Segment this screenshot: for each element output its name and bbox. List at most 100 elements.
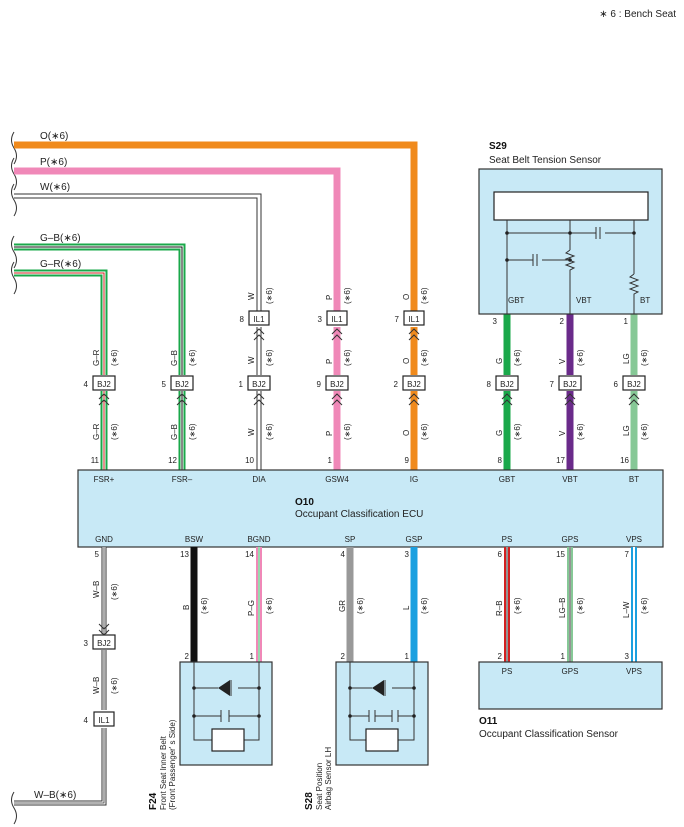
o10-top-num-8: 16 bbox=[620, 456, 629, 465]
bench-mid-1: (∗6) bbox=[110, 349, 119, 366]
o10-bot-num-6: 6 bbox=[498, 550, 503, 559]
bench-mid-3: (∗6) bbox=[265, 349, 274, 366]
gnd-bench-1: (∗6) bbox=[110, 583, 119, 600]
bench-r-b: (∗6) bbox=[513, 597, 522, 614]
o10-pin-ig: IG bbox=[410, 475, 418, 484]
o11-sensor: 2 1 3 PS GPS VPS O11 Occupant Classifica… bbox=[478, 652, 663, 740]
color-mid-8: LG bbox=[622, 353, 631, 364]
bench-mid-4: (∗6) bbox=[343, 349, 352, 366]
bj2-num-1: 4 bbox=[84, 380, 89, 389]
bench-l: (∗6) bbox=[420, 597, 429, 614]
color-lg-b: LG–B bbox=[558, 598, 567, 618]
o10-pin-bgnd: BGND bbox=[247, 535, 270, 544]
f24-sensor: 2 1 F24 Front Seat Inner Belt (Front Pas… bbox=[148, 652, 273, 810]
wire-label-gb: G–B(∗6) bbox=[40, 233, 81, 244]
color-mid-2: G–B bbox=[170, 350, 179, 366]
bench-low-7: (∗6) bbox=[576, 423, 585, 440]
color-low-4: P bbox=[325, 431, 334, 436]
bj2-num-6: 8 bbox=[487, 380, 492, 389]
o10-name: Occupant Classification ECU bbox=[295, 509, 423, 520]
bench-p-g: (∗6) bbox=[265, 597, 274, 614]
bench-low-2: (∗6) bbox=[188, 423, 197, 440]
o10-pin-vps: VPS bbox=[626, 535, 642, 544]
wire-label-p: P(∗6) bbox=[40, 157, 67, 168]
wire-label-w-b: W–B(∗6) bbox=[34, 790, 76, 801]
bj2-num-8: 6 bbox=[614, 380, 619, 389]
o10-pin-bt: BT bbox=[629, 475, 639, 484]
bj2-num-4: 9 bbox=[317, 380, 322, 389]
o10-ecu: FSR+ FSR– DIA GSW4 IG GBT VBT BT O10 Occ… bbox=[77, 469, 664, 548]
o10-top-num-2: 12 bbox=[168, 456, 177, 465]
bench-low-4: (∗6) bbox=[343, 423, 352, 440]
bench-low-1: (∗6) bbox=[110, 423, 119, 440]
bench-gr: (∗6) bbox=[356, 597, 365, 614]
color-low-5: O bbox=[402, 430, 411, 436]
color-p-above-il1: P bbox=[325, 295, 334, 300]
wire-label-o: O(∗6) bbox=[40, 131, 68, 142]
color-mid-5: O bbox=[402, 358, 411, 364]
color-low-2: G–B bbox=[170, 424, 179, 440]
o10-pin-gsp: GSP bbox=[406, 535, 423, 544]
bj2-num-5: 2 bbox=[394, 380, 399, 389]
bj2-label-2: BJ2 bbox=[175, 380, 189, 389]
o11-pinnum-3: 3 bbox=[625, 652, 630, 661]
bench-b: (∗6) bbox=[200, 597, 209, 614]
gnd-bj2-num: 3 bbox=[84, 639, 89, 648]
o10-top-pin-numbers: 11 12 10 1 9 8 17 16 bbox=[91, 456, 630, 465]
s28-pin-1: 1 bbox=[405, 652, 410, 661]
s29-pin-gbt: GBT bbox=[508, 296, 525, 305]
o11-pinnum-1: 1 bbox=[561, 652, 566, 661]
o10-top-num-7: 17 bbox=[556, 456, 565, 465]
s29-name: Seat Belt Tension Sensor bbox=[489, 155, 602, 166]
wire-label-w: W(∗6) bbox=[40, 182, 70, 193]
f24-name-1: Front Seat Inner Belt bbox=[159, 735, 168, 810]
o10-top-num-4: 1 bbox=[328, 456, 333, 465]
s29-sensor: S29 Seat Belt Tension Sensor GBT VBT BT bbox=[478, 141, 663, 315]
harness-cut-marks bbox=[11, 131, 17, 825]
bj2-label-7: BJ2 bbox=[563, 380, 577, 389]
bench-low-6: (∗6) bbox=[513, 423, 522, 440]
o11-pinnum-2: 2 bbox=[498, 652, 503, 661]
gnd-chain: W–B (∗6) BJ2 3 W–B (∗6) IL1 4 W–B(∗6) bbox=[34, 581, 119, 801]
o10-pin-fsr-minus: FSR– bbox=[172, 475, 193, 484]
colors-low: G–R (∗6) G–B (∗6) W (∗6) P (∗6) O (∗6) G… bbox=[92, 423, 649, 440]
color-gr: GR bbox=[338, 600, 347, 612]
o10-pin-gsw4: GSW4 bbox=[325, 475, 349, 484]
o10-top-num-1: 11 bbox=[91, 456, 100, 465]
o10-code: O10 bbox=[295, 497, 314, 508]
bj2-label-4: BJ2 bbox=[330, 380, 344, 389]
o10-pin-vbt: VBT bbox=[562, 475, 578, 484]
gnd-bench-2: (∗6) bbox=[110, 677, 119, 694]
o11-pin-gps: GPS bbox=[562, 667, 579, 676]
o10-bot-num-2: 13 bbox=[180, 550, 189, 559]
color-mid-1: G–R bbox=[92, 349, 101, 366]
s29-pinnum-2: 2 bbox=[560, 317, 565, 326]
s29-pin-bt: BT bbox=[640, 296, 650, 305]
s28-name-2: Airbag Sensor LH bbox=[324, 747, 333, 810]
bench-mid-7: (∗6) bbox=[576, 349, 585, 366]
s28-sensor: 2 1 S28 Seat Position Airbag Sensor LH bbox=[304, 652, 429, 810]
bj2-num-2: 5 bbox=[162, 380, 167, 389]
o11-name: Occupant Classification Sensor bbox=[479, 729, 619, 740]
o10-pin-dia: DIA bbox=[252, 475, 266, 484]
s29-pinnum-3: 3 bbox=[493, 317, 498, 326]
color-low-7: V bbox=[558, 430, 567, 436]
bench-low-8: (∗6) bbox=[640, 423, 649, 440]
bench-o-above-il1: (∗6) bbox=[420, 287, 429, 304]
wire-p-pink bbox=[14, 167, 341, 311]
bench-mid-6: (∗6) bbox=[513, 349, 522, 366]
s29-pinnum-1: 1 bbox=[624, 317, 629, 326]
o10-bot-num-7: 15 bbox=[556, 550, 565, 559]
color-b: B bbox=[182, 605, 191, 610]
o10-pin-ps: PS bbox=[502, 535, 513, 544]
o10-bot-num-4: 4 bbox=[341, 550, 346, 559]
o10-pin-fsr-plus: FSR+ bbox=[94, 475, 115, 484]
o10-pin-gbt: GBT bbox=[499, 475, 516, 484]
colors-mid: G–R (∗6) G–B (∗6) W (∗6) P (∗6) O (∗6) G… bbox=[92, 349, 649, 366]
color-p-g: P–G bbox=[247, 600, 256, 616]
color-low-6: G bbox=[495, 430, 504, 436]
bench-low-3: (∗6) bbox=[265, 423, 274, 440]
bj2-label-8: BJ2 bbox=[627, 380, 641, 389]
color-w-above-il1: W bbox=[247, 292, 256, 300]
bench-w-above-il1: (∗6) bbox=[265, 287, 274, 304]
